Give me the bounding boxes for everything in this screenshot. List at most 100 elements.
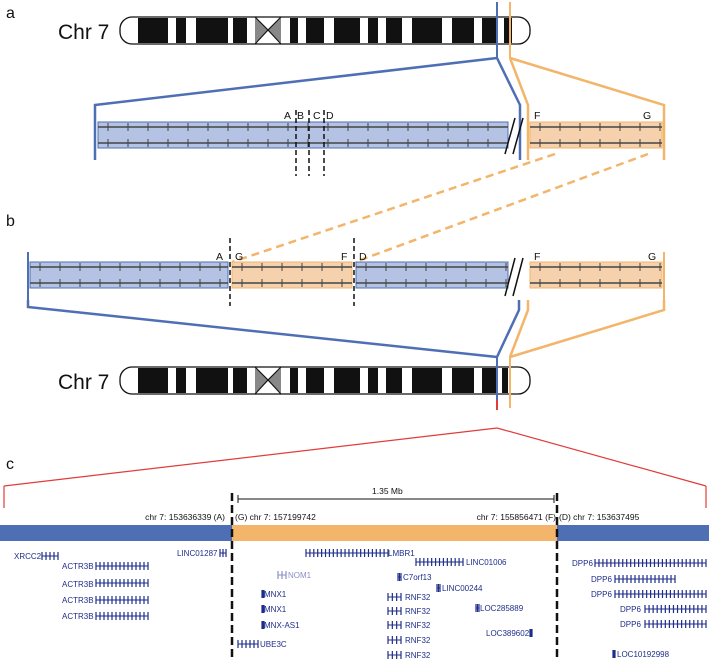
gene-mnx1 [261, 605, 265, 613]
gene-linc01287 [219, 549, 227, 557]
breakpoint-label-b: B [297, 110, 304, 122]
breakpoint-label-g-b2: G [648, 251, 656, 263]
coord-f-end: chr 7: 155856471 (F) [477, 512, 557, 522]
gene-dpp6 [594, 559, 707, 567]
gene-label-dpp6-4: DPP6 [620, 605, 641, 614]
gene-label-nom1: NOM1 [288, 571, 312, 580]
gene-label-linc00244: LINC00244 [442, 584, 483, 593]
gene-xrcc2 [41, 552, 59, 560]
gene-ube3c [237, 640, 259, 648]
chromosome-label-b: Chr 7 [58, 371, 109, 394]
gene-label-xrcc2: XRCC2 [14, 552, 42, 561]
breakpoint-label-f-a: F [534, 110, 540, 122]
breakpoint-label-a-b: A [216, 251, 223, 263]
panel-label-b: b [6, 213, 15, 230]
scale-bar-label: 1.35 Mb [372, 486, 403, 496]
segment-orange-b1 [231, 261, 353, 289]
breakpoint-label-d: D [326, 110, 334, 122]
gene-rnf32 [387, 651, 402, 659]
gene-label-mnx-as1: MNX-AS1 [264, 621, 300, 630]
breakpoint-label-a: A [284, 110, 291, 122]
region-bar-orange [232, 525, 557, 541]
gene-dpp6 [644, 605, 707, 613]
break-symbol-a [504, 117, 516, 155]
coord-g-start: (G) chr 7: 157199742 [235, 512, 316, 522]
break-symbol-b [504, 257, 516, 297]
gene-rnf32 [387, 593, 402, 601]
gene-label-actr3b-2: ACTR3B [62, 580, 94, 589]
chromosome-ideogram-b [119, 366, 531, 395]
gene-label-rnf32-4: RNF32 [405, 636, 431, 645]
gene-rnf32 [387, 607, 402, 615]
breakpoint-label-g-b: G [235, 251, 243, 263]
gene-label-dpp6-1: DPP6 [572, 559, 593, 568]
gene-label-rnf32-2: RNF32 [405, 607, 431, 616]
scale-bar [237, 495, 555, 503]
gene-label-dpp6-3: DPP6 [591, 590, 612, 599]
gene-label-mnx1-2: MNX1 [264, 605, 287, 614]
zoom-line-blue-a [93, 56, 498, 160]
gene-linc00244 [436, 584, 441, 592]
zoom-line-red-left [3, 427, 498, 487]
breakpoint-label-d-b: D [359, 251, 367, 263]
gene-loc285889 [475, 604, 480, 612]
segment-blue-a [97, 121, 509, 149]
gene-label-loc10192998: LOC10192998 [617, 650, 670, 659]
gene-label-lmbr1: LMBR1 [388, 549, 415, 558]
gene-label-linc01006: LINC01006 [466, 558, 507, 567]
segment-orange-b2 [529, 261, 663, 289]
breakpoint-label-f-b2: F [534, 251, 540, 263]
gene-label-actr3b-4: ACTR3B [62, 612, 94, 621]
gene-rnf32 [387, 621, 402, 629]
breakpoint-label-c: C [313, 110, 321, 122]
gene-nom1 [277, 571, 287, 579]
chromosome-label-a: Chr 7 [58, 21, 109, 44]
zoom-line-orange-b [508, 300, 530, 358]
gene-label-loc389602: LOC389602 [486, 629, 530, 638]
gene-loc10192998 [612, 650, 616, 658]
panel-label-a: a [6, 5, 15, 22]
gene-label-loc285889: LOC285889 [480, 604, 524, 613]
gene-linc01006 [415, 558, 464, 566]
gene-label-ube3c: UBE3C [260, 640, 287, 649]
gene-actr3b [95, 562, 149, 570]
gene-label-c7orf13: C7orf13 [403, 573, 432, 582]
gene-label-linc01287: LINC01287 [177, 549, 218, 558]
segment-orange-a [529, 121, 663, 149]
region-bar-blue-left [0, 525, 232, 541]
region-bar-blue-right [557, 525, 709, 541]
gene-lmbr1 [305, 549, 389, 557]
zoom-line-blue-b [26, 300, 498, 359]
gene-dpp6 [644, 620, 707, 628]
zoom-line-orange-a [508, 57, 530, 160]
breakpoint-label-f-b: F [341, 251, 347, 263]
gene-loc389602 [529, 629, 533, 637]
zoom-line-red-right [496, 427, 707, 487]
insertion-line-g [231, 152, 556, 264]
gene-mnx-as1 [261, 621, 265, 629]
segment-blue-b1 [29, 261, 229, 289]
chromosome-ideogram-a [119, 16, 531, 45]
segment-blue-b2 [355, 261, 509, 289]
gene-rnf32 [387, 636, 402, 644]
gene-label-rnf32-3: RNF32 [405, 621, 431, 630]
gene-label-dpp6-2: DPP6 [591, 575, 612, 584]
gene-actr3b [95, 612, 149, 620]
gene-tracks [41, 549, 707, 659]
gene-dpp6 [614, 590, 707, 598]
panel-label-c: c [6, 456, 14, 473]
gene-label-actr3b-1: ACTR3B [62, 562, 94, 571]
gene-label-rnf32-5: RNF32 [405, 651, 431, 660]
gene-actr3b [95, 596, 149, 604]
gene-label-mnx1-1: MNX1 [264, 590, 287, 599]
insertion-line-f [354, 152, 649, 264]
coord-d-end: (D) chr 7: 153637495 [559, 512, 640, 522]
breakpoint-label-g-a: G [643, 110, 651, 122]
gene-dpp6 [614, 575, 676, 583]
gene-label-rnf32-1: RNF32 [405, 593, 431, 602]
gene-c7orf13 [397, 573, 402, 581]
gene-label-actr3b-3: ACTR3B [62, 596, 94, 605]
gene-label-dpp6-5: DPP6 [620, 620, 641, 629]
gene-mnx1 [261, 590, 265, 598]
